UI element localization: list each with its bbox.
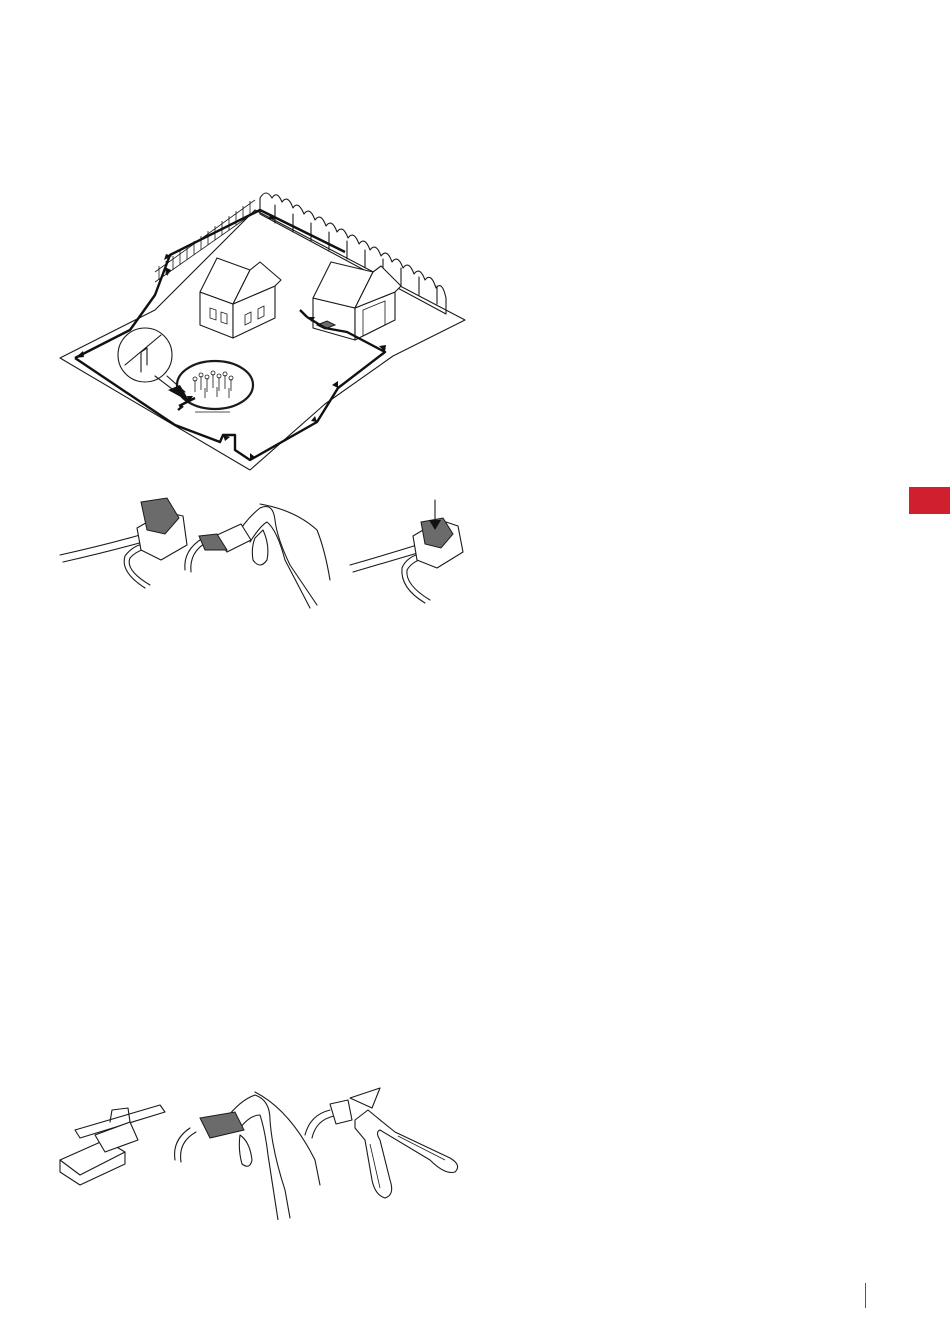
connector-crimp-icon	[185, 504, 330, 608]
connector-open-icon	[60, 498, 187, 588]
garden-layout-illustration	[55, 180, 475, 480]
wire-connector-illustration	[55, 490, 475, 615]
connector-and-pliers-icon	[50, 1080, 470, 1220]
pliers-crimp-icon	[175, 1092, 320, 1220]
section-tab-marker	[909, 487, 950, 514]
wire-connector-icon	[55, 490, 475, 615]
tools-illustration	[50, 1080, 470, 1220]
cutting-pliers-icon	[305, 1088, 458, 1198]
footer-divider	[865, 1283, 866, 1308]
splice-connector-icon	[60, 1105, 165, 1185]
garden-boundary-wire-icon	[55, 180, 475, 480]
connector-closed-icon	[350, 500, 463, 603]
